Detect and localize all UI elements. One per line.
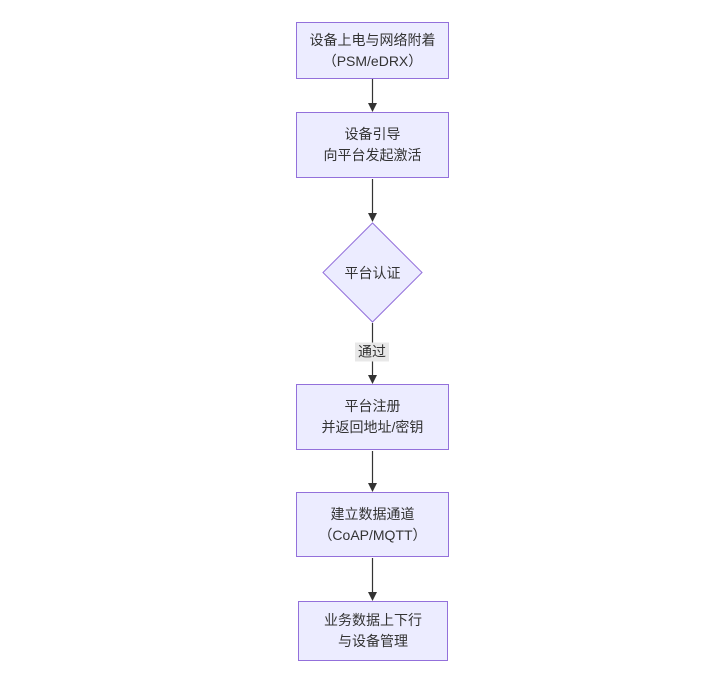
node-device-bootstrap: 设备引导 向平台发起激活 (296, 112, 449, 178)
edge-power-to-bootstrap (368, 79, 377, 112)
node-text-line: 并返回地址/密钥 (321, 419, 424, 435)
node-power-network-attach: 设备上电与网络附着 （PSM/eDRX） (296, 22, 449, 79)
edge-register-to-channel (368, 451, 377, 492)
node-data-channel: 建立数据通道 （CoAP/MQTT） (296, 492, 449, 557)
node-text-line: 平台注册 (344, 398, 401, 414)
node-business-data: 业务数据上下行 与设备管理 (298, 601, 448, 661)
node-text-line: （CoAP/MQTT） (318, 526, 427, 543)
edge-bootstrap-to-auth (368, 179, 377, 222)
node-text-line: 设备引导 (344, 126, 401, 142)
node-text-line: 业务数据上下行 (324, 612, 422, 628)
edge-channel-to-business (368, 558, 377, 601)
node-text-line: 与设备管理 (338, 633, 408, 649)
edge-label-pass: 通过 (355, 342, 389, 362)
decision-label: 平台认证 (344, 264, 401, 281)
node-text-line: 建立数据通道 (330, 505, 415, 522)
node-text-line: 向平台发起激活 (323, 147, 422, 163)
node-text-line: 设备上电与网络附着 (309, 31, 436, 48)
node-platform-register: 平台注册 并返回地址/密钥 (296, 384, 449, 450)
node-text-line: （PSM/eDRX） (322, 52, 423, 69)
decision-platform-auth: 平台认证 (321, 221, 423, 323)
